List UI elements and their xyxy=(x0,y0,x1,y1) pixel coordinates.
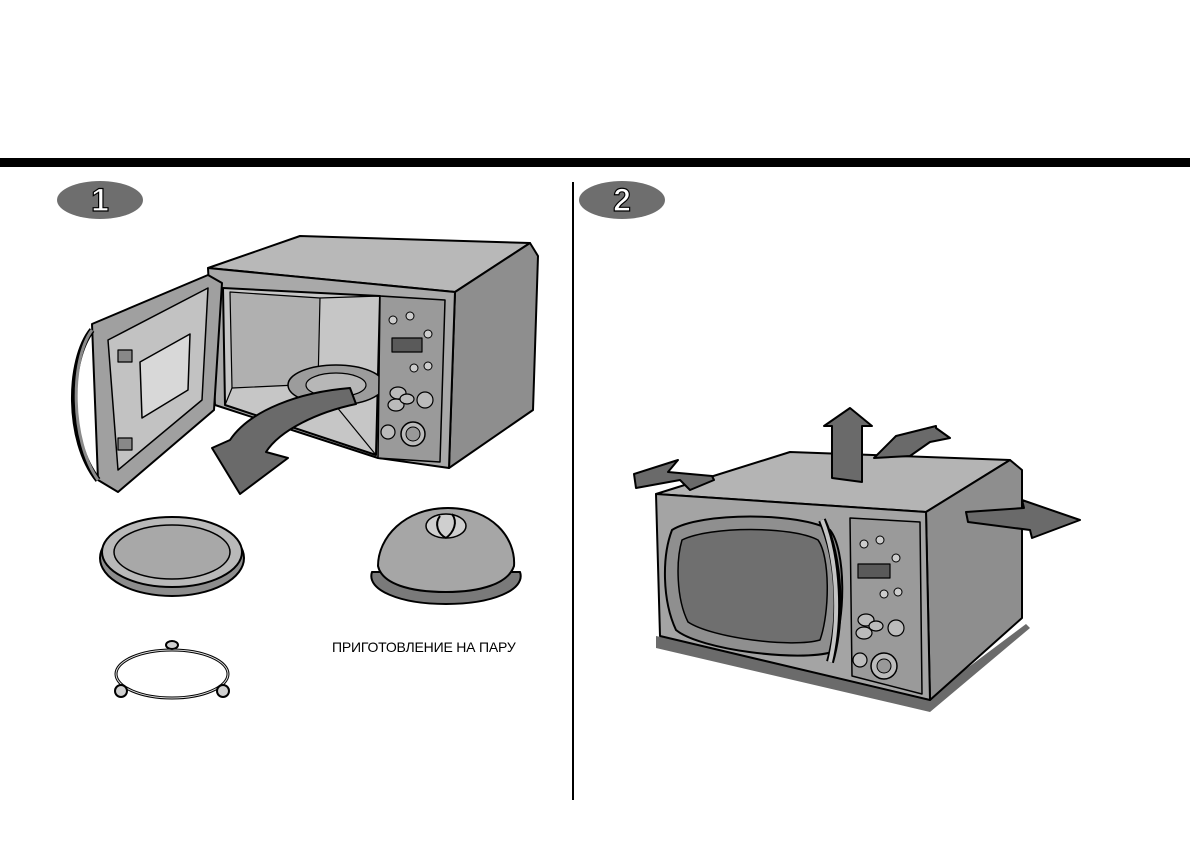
left-arrow-icon xyxy=(634,460,714,490)
back-arrow-icon xyxy=(874,426,950,458)
microwave-closed-icon xyxy=(656,452,1022,700)
